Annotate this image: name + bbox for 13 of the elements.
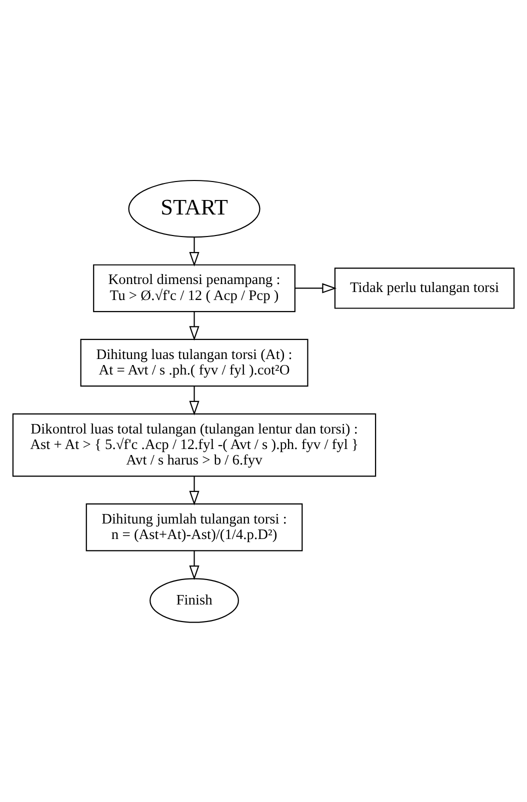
arrow bbox=[189, 476, 200, 505]
arrow bbox=[294, 282, 337, 293]
arrow bbox=[189, 386, 200, 415]
node-ellipse: Finish bbox=[150, 578, 239, 622]
node-box: Dihitung luas tulangan torsi (At) : At = Avt / s .ph.( fyv / fyl ).cot²O bbox=[80, 338, 308, 386]
node-box: Dihitung jumlah tulangan torsi : n = (Ast+At)-Ast)/(1/4.p.D²) bbox=[86, 502, 303, 551]
node-ellipse: START bbox=[128, 179, 260, 238]
node-box: Dikontrol luas total tulangan (tulangan lentur dan torsi) : Ast + At > { 5.√f'c .Acp / 12.fyl -( Avt / s ).ph. fyv / fyl } Avt / s harus > b / 6.fyv bbox=[12, 412, 376, 476]
arrow bbox=[189, 311, 200, 340]
arrow bbox=[189, 236, 200, 266]
node-box: Kontrol dimensi penampang : Tu > Ø.√f'c / 12 ( Acp / Pcp ) bbox=[93, 264, 296, 312]
node-box: Tidak perlu tulangan torsi bbox=[334, 267, 515, 308]
arrow bbox=[189, 550, 200, 580]
